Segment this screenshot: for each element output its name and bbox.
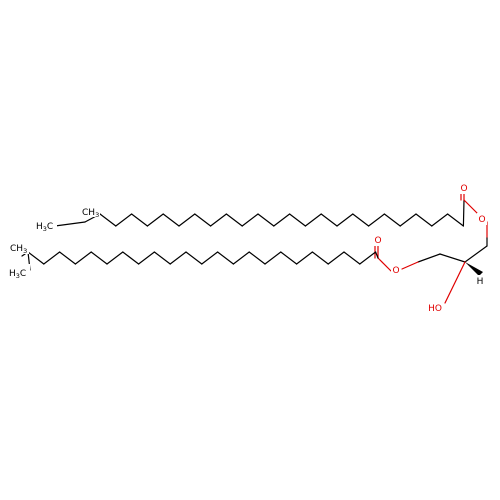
atom-ethyl-end: H3C xyxy=(36,222,53,233)
bond-top-chain xyxy=(99,213,117,227)
bond-top-chain xyxy=(241,213,259,227)
bond-top-chain xyxy=(352,213,370,227)
bond-bottom-chain xyxy=(375,251,379,259)
label-bg xyxy=(9,240,29,254)
bond-bottom-chain xyxy=(27,251,45,265)
bond-top-chain xyxy=(368,213,385,227)
bond-bottom-chain xyxy=(232,251,250,265)
bond-top-chain xyxy=(210,213,227,227)
bond-top-chain xyxy=(320,213,338,227)
atom-hydroxyl: HO xyxy=(428,304,442,314)
label-bg xyxy=(391,264,401,276)
bond-top-chain xyxy=(431,213,449,227)
bond-ester-bottom xyxy=(377,257,392,272)
label-bg xyxy=(477,213,487,225)
bond-bottom-chain xyxy=(122,251,140,265)
bond-top-chain xyxy=(225,213,243,227)
bond-glycerol xyxy=(439,253,466,263)
bond-bottom-chain xyxy=(248,251,266,265)
atom-methyl-bottom: CH3 xyxy=(10,244,27,255)
bond-bottom-chain xyxy=(58,251,77,265)
bond-glycerol xyxy=(417,253,441,263)
bond-bottom-chain xyxy=(138,251,155,265)
bond-bottom-chain xyxy=(169,251,187,265)
bond-ester-top xyxy=(463,199,478,214)
bond-glycerol xyxy=(464,245,488,263)
bond-top-chain xyxy=(399,213,417,227)
bond-top-chain xyxy=(447,213,464,227)
label-bg xyxy=(427,302,443,314)
bond-bottom-chain xyxy=(311,251,329,265)
atom-o-carbonyl-bottom: O xyxy=(374,236,381,246)
label-bg xyxy=(80,203,100,217)
label-bg xyxy=(459,182,469,194)
bond-bottom-chain xyxy=(359,251,377,265)
atom-o-ester-bottom: O xyxy=(392,266,399,276)
atom-stereo-h: H xyxy=(477,277,484,287)
bond-top-chain xyxy=(304,213,322,227)
atom-methyl-top: CH3 xyxy=(82,208,99,219)
bond-stereo-wedge xyxy=(465,262,483,276)
bond-top-chain xyxy=(462,199,465,227)
bond-top-chain xyxy=(273,213,291,227)
bond-bottom-chain xyxy=(217,251,234,265)
bond-bottom-chain xyxy=(264,251,282,265)
bond-top-chain xyxy=(257,213,275,227)
atom-o-ester-top: O xyxy=(478,215,485,225)
label-bg xyxy=(475,275,485,287)
bond-layer xyxy=(21,191,488,304)
bond-bottom-chain xyxy=(296,251,313,265)
bond-bottom-chain xyxy=(153,251,171,265)
bond-bottom-chain xyxy=(343,251,361,265)
bond-top-chain xyxy=(162,213,180,227)
bond-top-chain xyxy=(415,213,433,227)
bond-bottom-chain xyxy=(74,251,92,265)
bond-ester-bottom xyxy=(401,261,419,270)
label-bg xyxy=(35,217,57,231)
bond-top-chain xyxy=(178,213,196,227)
bond-top-chain xyxy=(146,213,164,227)
label-bg xyxy=(8,264,30,278)
bond-bottom-chain xyxy=(106,251,124,265)
bond-bottom-chain xyxy=(90,251,108,265)
bond-top-chain xyxy=(115,213,133,227)
bond-top-ethyl xyxy=(54,221,86,227)
bond-top-chain xyxy=(194,213,212,227)
bond-top-chain xyxy=(289,213,306,227)
atom-label-layer: O O O O HO H CH3 H3C CH3 H3C xyxy=(8,182,487,314)
bond-bottom-chain xyxy=(327,251,345,265)
bond-bottom-chain xyxy=(280,251,298,265)
atom-methyl-bottom-2: H3C xyxy=(9,269,26,280)
bond-top-chain xyxy=(336,213,354,227)
bond-bottom-chain xyxy=(201,251,219,265)
bond-top-chain xyxy=(383,213,401,227)
bond-bottom-chain xyxy=(43,251,61,265)
bond-hydroxyl xyxy=(444,261,466,304)
atom-o-carbonyl-top: O xyxy=(460,184,467,194)
bond-top-chain xyxy=(131,213,148,227)
bond-bottom-chain xyxy=(185,251,203,265)
label-bg xyxy=(373,234,383,246)
